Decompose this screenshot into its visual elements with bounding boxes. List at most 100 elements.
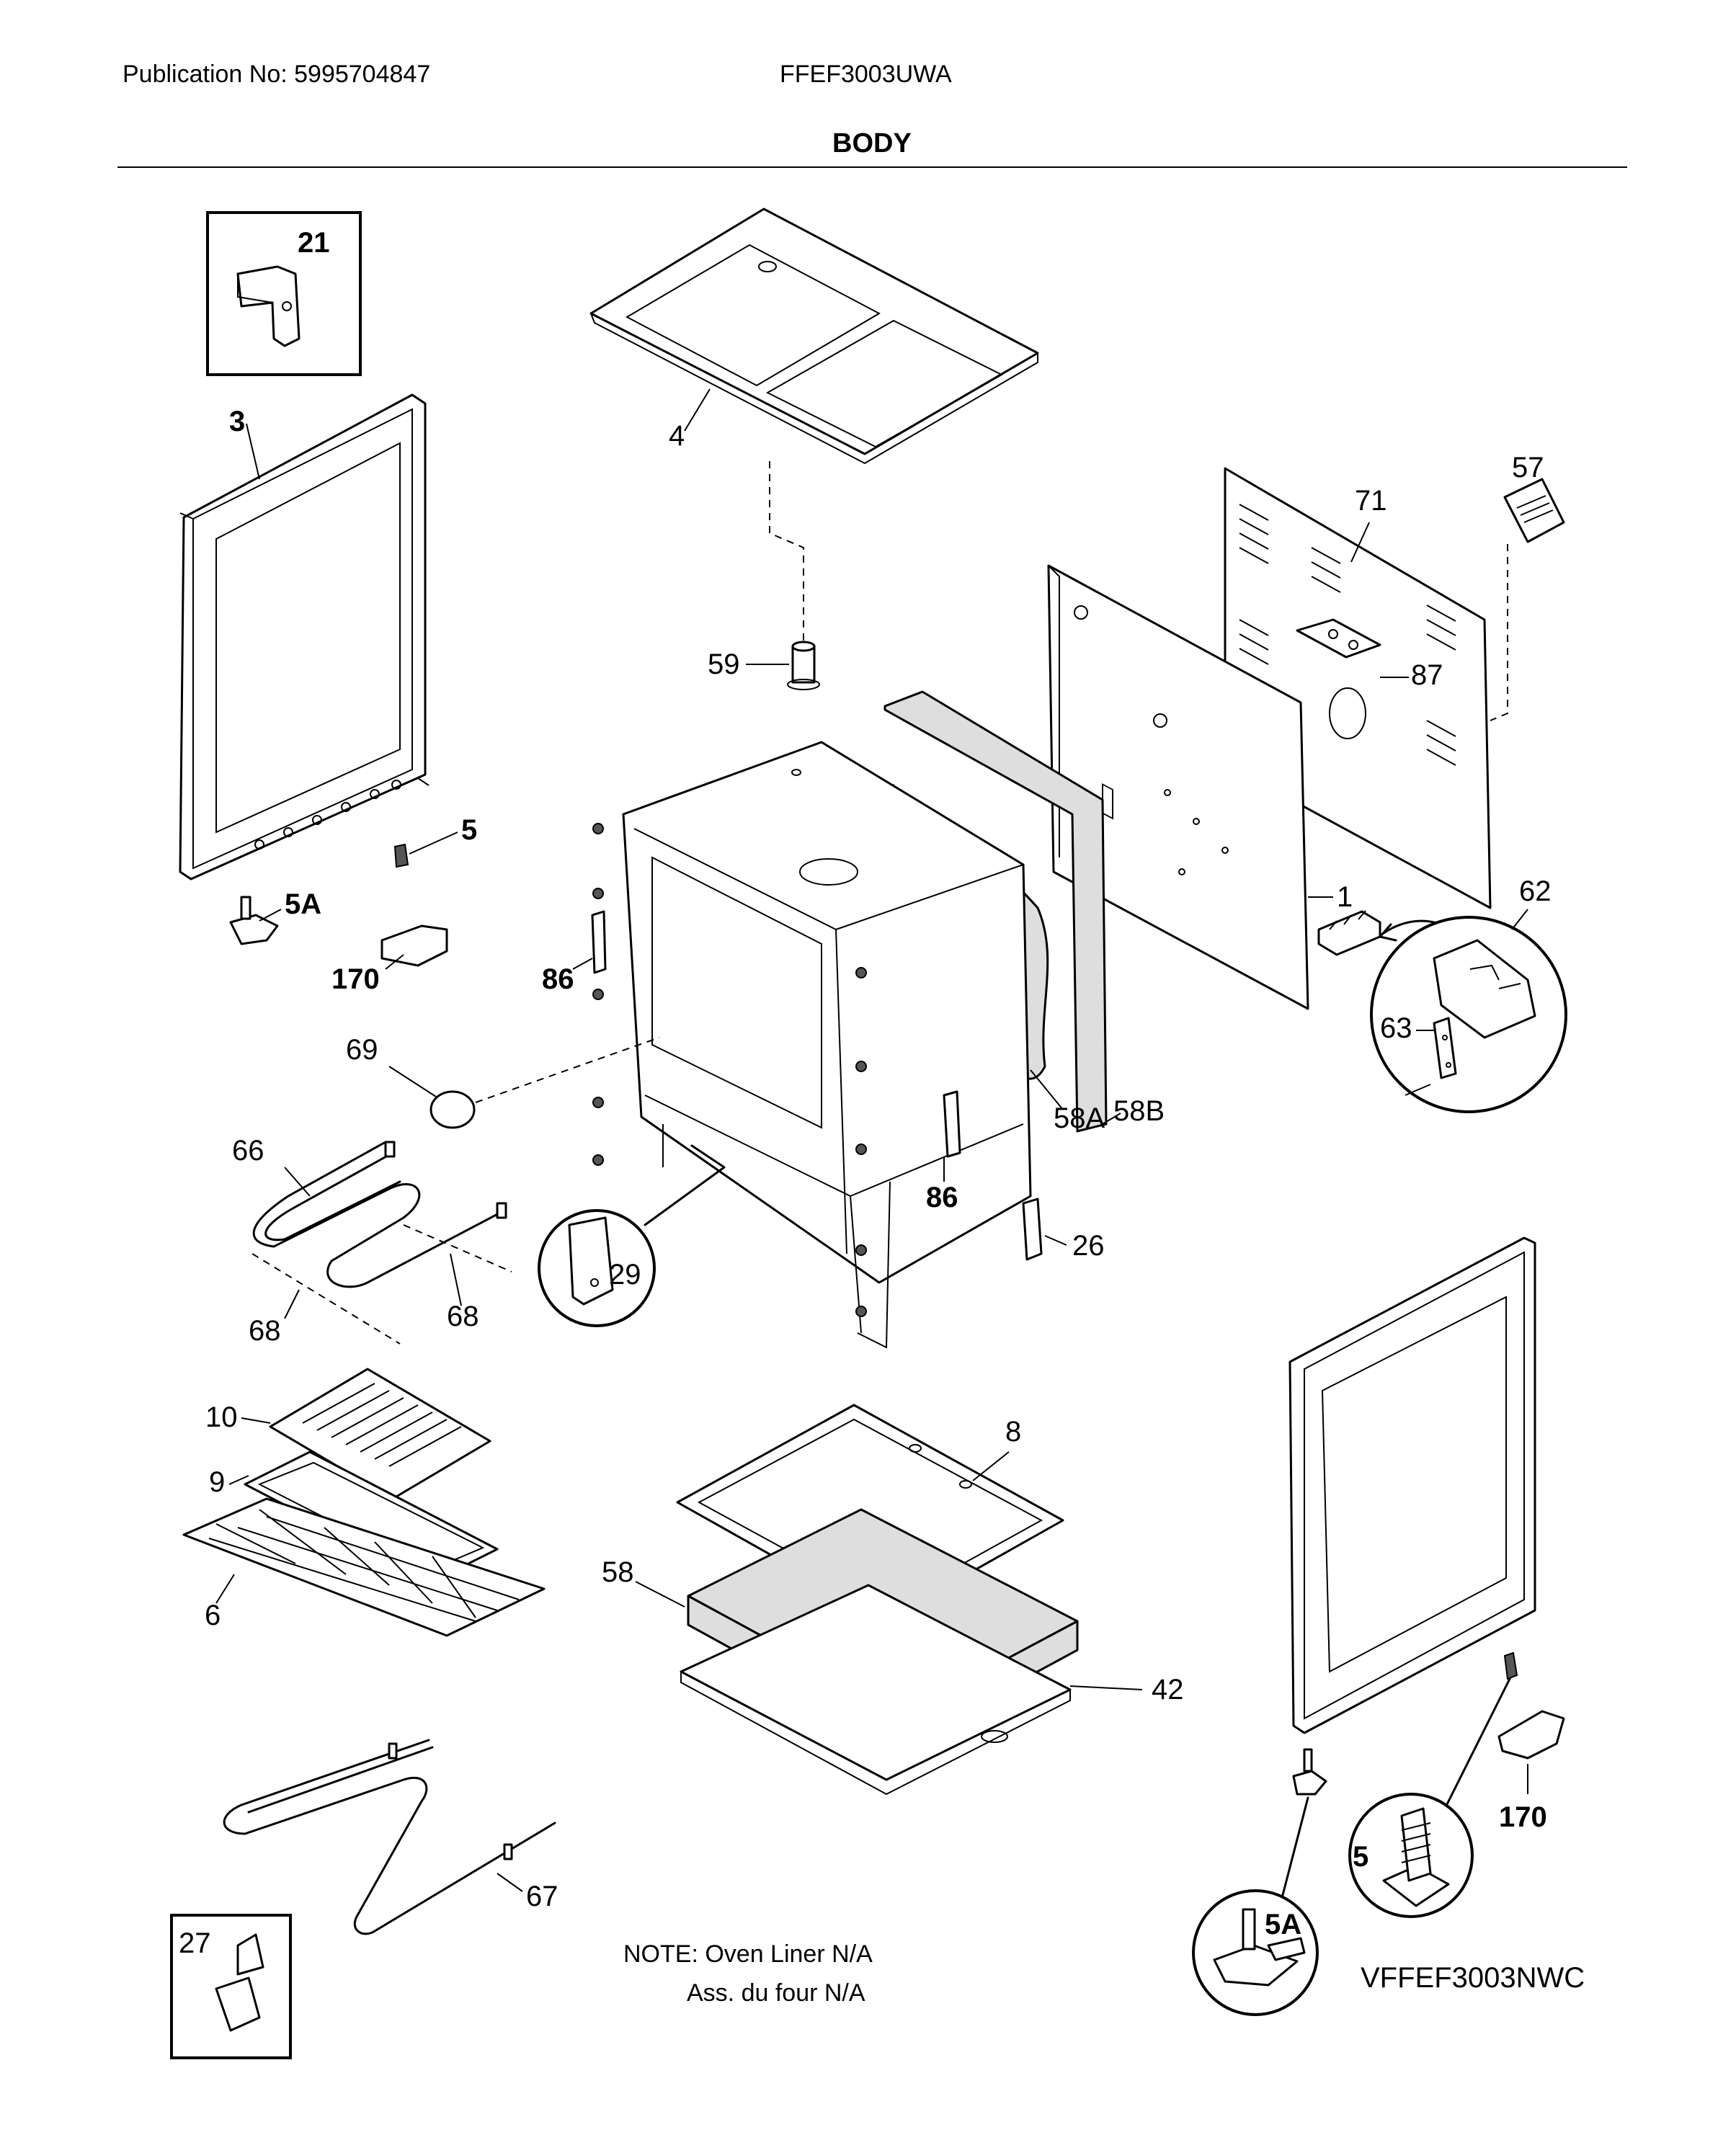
diagram-code: VFFEF3003NWC [1361, 1962, 1585, 1994]
leader-42 [1069, 1685, 1143, 1690]
callout-58a: 58A [1054, 1102, 1105, 1134]
callout-58b: 58B [1113, 1095, 1165, 1127]
callout-42: 42 [1152, 1674, 1184, 1706]
leader-6 [215, 1574, 235, 1604]
callout-3: 3 [229, 406, 245, 437]
leader-68-right [450, 1253, 462, 1306]
leader-58 [635, 1581, 685, 1608]
leader-69-dashed [475, 1037, 660, 1103]
callout-87: 87 [1411, 659, 1443, 691]
part-62-terminal-block [1317, 910, 1381, 956]
leader-4-dashed [769, 461, 804, 648]
callout-58: 58 [602, 1556, 634, 1588]
leader-57-dashed [1490, 544, 1508, 721]
part-6-oven-rack [182, 1497, 546, 1637]
cavity-screws [592, 823, 867, 1317]
callout-62: 62 [1519, 875, 1552, 907]
part-68-element-line-left [252, 1253, 401, 1345]
part-1-back-panel [1047, 564, 1309, 1010]
leader-67 [497, 1873, 523, 1892]
section-title: BODY [832, 128, 912, 159]
leader-29 [644, 1144, 726, 1226]
leader-71 [1350, 522, 1370, 563]
part-4-top-panel [589, 208, 1039, 465]
callout-4: 4 [669, 420, 685, 452]
callout-59: 59 [708, 648, 740, 680]
callout-27: 27 [179, 1927, 211, 1959]
leader-26 [1044, 1235, 1067, 1246]
part-27-inset [170, 1914, 292, 2059]
callout-5a-bottom: 5A [1265, 1909, 1301, 1940]
leader-8 [972, 1451, 1010, 1481]
part-68-element-line-right [403, 1224, 512, 1272]
callout-9: 9 [209, 1466, 225, 1498]
leader-3 [246, 423, 260, 480]
callout-6: 6 [205, 1600, 221, 1631]
note-line-2: Ass. du four N/A [687, 1979, 865, 2007]
callout-86-right: 86 [926, 1182, 958, 1213]
part-42-bottom-cover [680, 1584, 1072, 1796]
callout-170-top: 170 [331, 963, 380, 995]
part-57-cover [1503, 478, 1565, 543]
part-21-inset [206, 211, 362, 376]
part-3-side-panel [179, 393, 429, 880]
header-divider [117, 166, 1627, 168]
callout-5a-top: 5A [285, 888, 321, 920]
callout-67: 67 [526, 1881, 558, 1912]
callout-1: 1 [1337, 881, 1353, 913]
callout-5-top: 5 [461, 814, 477, 846]
part-87-plate [1296, 618, 1381, 659]
oven-cavity-frame [622, 741, 1032, 1349]
leader-62 [1511, 909, 1528, 930]
model-number: FFEF3003UWA [780, 61, 952, 88]
part-26-bracket [1022, 1198, 1043, 1261]
part-170-bracket-bottom [1497, 1710, 1565, 1760]
part-5a-leg-bottom [1292, 1748, 1327, 1796]
part-59-bushing [787, 641, 820, 690]
leader-10 [241, 1417, 271, 1424]
leader-5-bottom [1443, 1677, 1511, 1810]
callout-68-left: 68 [249, 1315, 281, 1347]
callout-57: 57 [1512, 452, 1544, 483]
part-29-inset [538, 1209, 656, 1327]
part-5a-inset [1192, 1889, 1319, 2016]
part-69-light-lens [429, 1090, 476, 1129]
part-5-leveler-bottom [1503, 1651, 1518, 1680]
callout-71: 71 [1355, 485, 1387, 517]
arrow-62-head [1379, 923, 1397, 942]
part-67-bake-element [223, 1739, 556, 1935]
callout-69: 69 [346, 1034, 378, 1066]
leader-5a-top [259, 909, 282, 922]
leader-170-top [385, 954, 404, 970]
publication-number: Publication No: 5995704847 [123, 61, 431, 88]
part-5-leveler-top [393, 843, 409, 868]
leader-69 [388, 1066, 437, 1097]
side-panel-right [1288, 1236, 1536, 1734]
part-66-broil-element [252, 1141, 507, 1288]
leader-5a-bottom [1281, 1796, 1309, 1896]
part-62-63-inset [1370, 916, 1567, 1113]
part-5a-leg-top [229, 896, 279, 945]
callout-8: 8 [1005, 1416, 1021, 1448]
leader-66 [284, 1167, 311, 1197]
leader-58b [1102, 1113, 1121, 1125]
leader-9 [228, 1475, 249, 1485]
part-5-inset [1348, 1793, 1474, 1918]
callout-26: 26 [1072, 1230, 1105, 1262]
callout-29: 29 [609, 1259, 641, 1290]
callout-66: 66 [232, 1135, 264, 1167]
leader-58a [1030, 1069, 1064, 1110]
callout-68-right: 68 [447, 1301, 479, 1332]
leader-86-left [572, 958, 593, 970]
leader-5-top [409, 832, 458, 855]
part-170-bracket-top [380, 924, 448, 967]
leader-68-left [284, 1289, 300, 1319]
part-86-bracket-right [943, 1090, 961, 1158]
callout-5-bottom: 5 [1353, 1841, 1368, 1873]
part-86-bracket-left [591, 910, 607, 974]
callout-10: 10 [205, 1401, 238, 1433]
callout-21: 21 [298, 227, 330, 259]
callout-86-left: 86 [542, 963, 574, 995]
part-58b-insulation [883, 690, 1108, 1133]
